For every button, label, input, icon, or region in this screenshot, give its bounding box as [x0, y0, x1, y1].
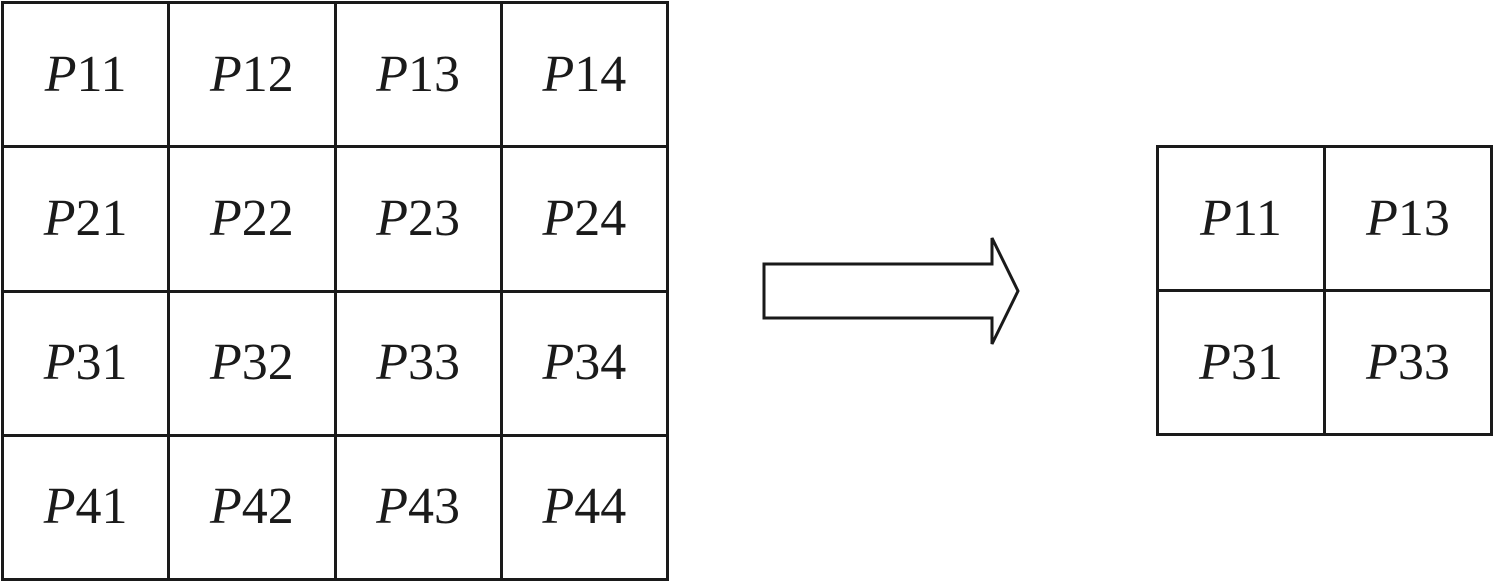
cell-letter: P: [376, 478, 408, 536]
cell-index: 42: [241, 478, 294, 536]
cell-index: 41: [75, 478, 128, 536]
cell-letter: P: [209, 189, 242, 247]
cell-index: 23: [408, 189, 460, 247]
cell-index: 43: [408, 478, 460, 536]
cell-index: 24: [574, 189, 627, 247]
cell-letter: P: [43, 189, 76, 247]
cell-letter: P: [542, 334, 575, 392]
cell-index: 21: [75, 189, 128, 247]
cell-index: 34: [574, 334, 627, 392]
cell-letter: P: [209, 45, 242, 103]
cell-index: 11: [76, 45, 127, 103]
cell-index: 13: [1397, 189, 1450, 247]
cell-letter: P: [1366, 333, 1398, 391]
cell-index: 33: [408, 334, 460, 392]
cell-index: 31: [1230, 333, 1283, 391]
cell-index: 31: [75, 334, 128, 392]
cell-index: 33: [1397, 333, 1450, 391]
cell-index: 44: [574, 478, 627, 536]
cell-letter: P: [542, 45, 575, 103]
cell-index: 22: [241, 189, 294, 247]
cell-index: 13: [408, 45, 460, 103]
arrow-shape: [762, 237, 1020, 345]
cell-index: 12: [241, 45, 294, 103]
cell-index: 11: [1231, 189, 1282, 247]
right-arrow-icon: [762, 237, 1020, 345]
cell-letter: P: [376, 189, 408, 247]
cell-letter: P: [1366, 189, 1398, 247]
cell-letter: P: [209, 334, 242, 392]
cell-letter: P: [44, 45, 77, 103]
cell-letter: P: [1200, 189, 1232, 247]
cell-letter: P: [376, 45, 408, 103]
cell-letter: P: [376, 334, 408, 392]
cell-letter: P: [542, 478, 575, 536]
cell-letter: P: [1199, 333, 1231, 391]
cell-letter: P: [542, 189, 575, 247]
cell-index: 14: [574, 45, 627, 103]
cell-letter: P: [43, 478, 76, 536]
cell-index: 32: [241, 334, 294, 392]
cell-letter: P: [209, 478, 242, 536]
cell-letter: P: [43, 334, 76, 392]
